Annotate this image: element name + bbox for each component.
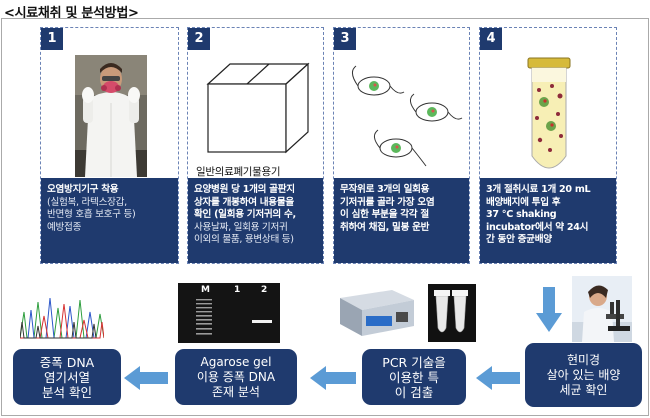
step-box-line: 존재 분석	[212, 384, 260, 399]
panel-step-3: 3 무작위로 3개의 일회용 기저귀를 골라 가장 오염 이 심한 부분을 각각…	[333, 27, 470, 264]
diagram-frame	[1, 18, 649, 416]
culture-tube-drawing	[527, 57, 571, 169]
caption-line: 3개 절취시료 1개 20 mL	[486, 184, 591, 195]
caption-line: 이 심한 부분을 각각 절	[340, 209, 429, 221]
step-box-line: 세균 확인	[559, 382, 608, 397]
arrow-left-3	[476, 366, 520, 390]
caption-line: 오염방지기구 착용	[47, 184, 119, 195]
panel-2-caption: 요양병원 당 1개의 골판지 상자를 개봉하여 내용물을 확인 (일회용 기저귀…	[188, 178, 323, 263]
caption-line: 37 °C shaking	[486, 209, 557, 221]
microscope-photo	[572, 276, 632, 342]
caption-line: 간 동안 증균배양	[486, 234, 552, 246]
caption-line: 요양병원 당 1개의 골판지	[194, 184, 295, 195]
gel-lane-label-m: M	[201, 285, 210, 295]
step-box-line: 증폭 DNA	[39, 354, 95, 370]
step-box-microscope: 현미경 살아 있는 배양 세균 확인	[525, 343, 642, 407]
panel-step-1: 1 오염방지기구 착용 (실험복, 라텍스장갑, 반면형 호흡 보호구 등) 예…	[40, 27, 179, 264]
step-number-1: 1	[41, 28, 63, 50]
step-box-agarose-gel: Agarose gel 이용 증폭 DNA 존재 분석	[175, 349, 297, 405]
step-number-4: 4	[480, 28, 502, 50]
pcr-tubes-photo	[428, 284, 476, 342]
arrow-left-1	[124, 366, 168, 390]
step-number-3: 3	[334, 28, 356, 50]
step-box-line: 분석 확인	[42, 384, 92, 400]
step-box-line: 염기서열	[43, 369, 90, 385]
page-title: <시료채취 및 분석방법>	[4, 6, 139, 21]
gel-lane-label-1: 1	[234, 285, 241, 295]
caption-line: incubator에서 약 24시	[486, 221, 589, 233]
caption-line: 취하여 채집, 밀봉 운반	[340, 221, 430, 233]
caption-line: 이외의 물품, 용변상태 등)	[194, 234, 294, 246]
panel-1-caption: 오염방지기구 착용 (실험복, 라텍스장갑, 반면형 호흡 보호구 등) 예방접…	[41, 178, 178, 263]
step-number-2: 2	[188, 28, 210, 50]
gel-bands	[196, 299, 272, 335]
protective-gear-photo	[75, 55, 147, 177]
panel-step-4: 4 3개 절취시료 1개 20 mL 배양배지에 투입 후 37 °C shak…	[479, 27, 617, 264]
gel-image: M 1 2	[178, 283, 280, 343]
step-box-line: PCR 기술을	[382, 354, 446, 370]
arrow-down	[536, 287, 562, 332]
caption-line: 사용날짜, 일회용 기저귀	[194, 221, 288, 233]
caption-line: 배양배지에 투입 후	[486, 196, 561, 208]
step-box-line: 현미경	[566, 352, 601, 367]
caption-line: 기저귀를 골라 가장 오염	[340, 196, 435, 208]
step-box-line: 이용 증폭 DNA	[196, 369, 276, 384]
pcr-machine-photo	[334, 284, 420, 342]
step-box-line: 살아 있는 배양	[546, 367, 621, 382]
box-label: 일반의료폐기물용기	[196, 166, 281, 178]
dna-sequence-chromatogram	[20, 292, 104, 340]
step-box-line: 이 검출	[394, 384, 434, 400]
caption-line: 무작위로 3개의 일회용	[340, 184, 430, 195]
step-box-line: 이용한 특	[389, 369, 439, 385]
panel-4-caption: 3개 절취시료 1개 20 mL 배양배지에 투입 후 37 °C shakin…	[480, 178, 616, 263]
cardboard-box-drawing	[206, 62, 310, 154]
arrow-left-2	[310, 366, 356, 390]
caption-line: (실험복, 라텍스장갑,	[47, 196, 127, 208]
caption-line: 상자를 개봉하여 내용물을	[194, 196, 294, 208]
gel-lane-label-2: 2	[261, 285, 268, 295]
caption-line: 예방접종	[47, 221, 82, 233]
caption-line: 반면형 호흡 보호구 등)	[47, 209, 136, 221]
panel-step-2: 2 일반의료폐기물용기 요양병원 당 1개의 골판지 상자를 개봉하여 내용물을…	[187, 27, 324, 264]
step-box-sequencing: 증폭 DNA 염기서열 분석 확인	[13, 349, 121, 405]
panel-3-caption: 무작위로 3개의 일회용 기저귀를 골라 가장 오염 이 심한 부분을 각각 절…	[334, 178, 469, 263]
caption-line: 확인 (일회용 기저귀의 수,	[194, 209, 296, 221]
step-box-pcr: PCR 기술을 이용한 특 이 검출	[362, 349, 466, 405]
step-box-line: Agarose gel	[200, 354, 272, 369]
sample-bags-drawing	[352, 65, 463, 167]
